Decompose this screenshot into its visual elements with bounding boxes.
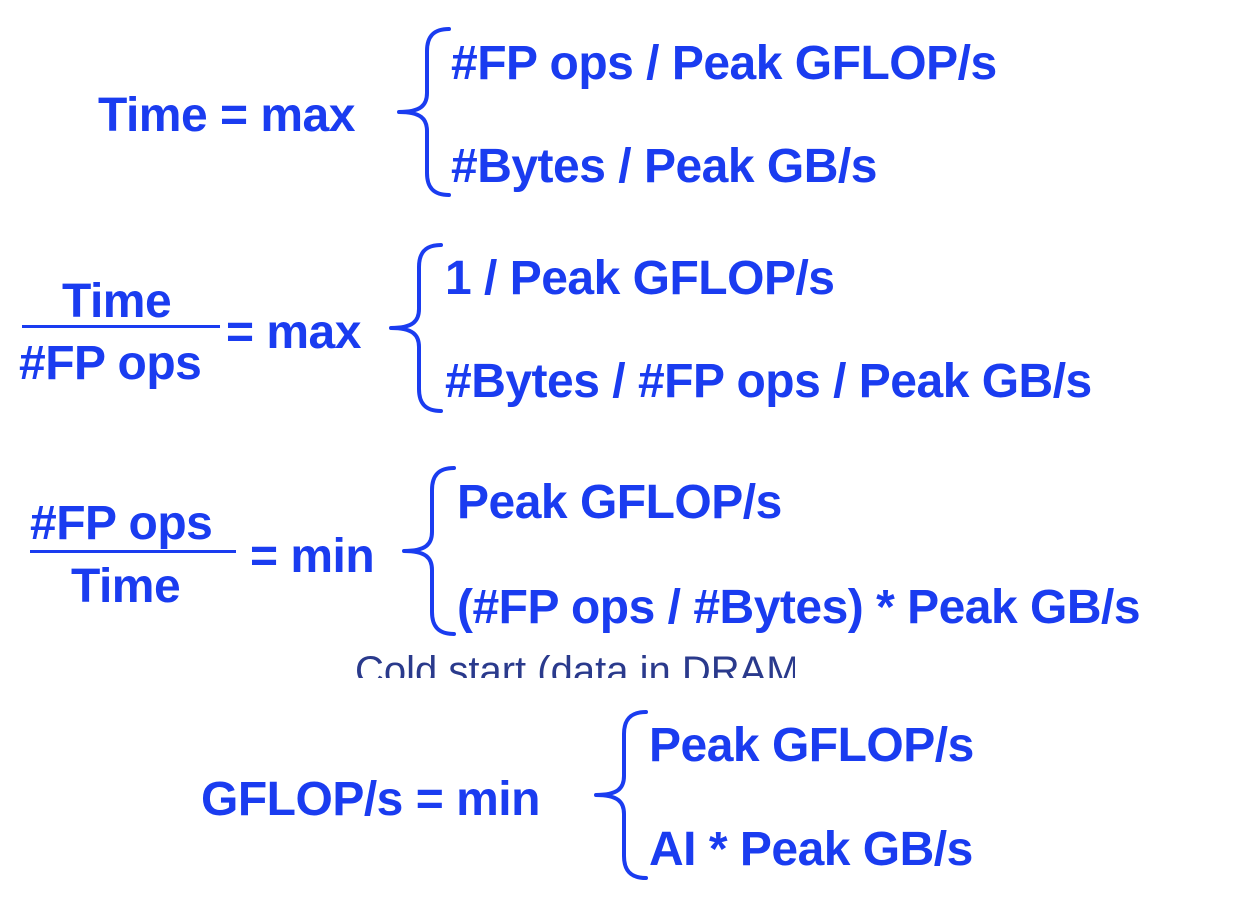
eq2-case-top: 1 / Peak GFLOP/s bbox=[445, 252, 835, 305]
eq3-case-bottom: (#FP ops / #Bytes) * Peak GB/s bbox=[457, 581, 1141, 634]
eq3-fraction-numerator: #FP ops bbox=[30, 497, 213, 550]
partial-caption: Cold start (data in DRAM) bbox=[355, 644, 795, 678]
eq3-fraction-bar bbox=[30, 550, 236, 553]
eq4-case-bottom: AI * Peak GB/s bbox=[649, 823, 973, 876]
eq2-operator: = max bbox=[226, 306, 361, 359]
eq2-fraction-numerator: Time bbox=[62, 275, 172, 328]
eq3-operator: = min bbox=[250, 530, 375, 583]
eq1-case-top: #FP ops / Peak GFLOP/s bbox=[451, 37, 997, 90]
eq4-lhs: GFLOP/s = min bbox=[201, 773, 540, 826]
partial-caption-text: Cold start (data in DRAM) bbox=[355, 649, 795, 678]
eq1-left-brace-icon bbox=[397, 27, 451, 197]
eq2-left-brace-icon bbox=[389, 243, 443, 413]
eq3-fraction-denominator: Time bbox=[71, 560, 181, 613]
eq2-fraction-bar bbox=[22, 325, 220, 328]
eq1-case-bottom: #Bytes / Peak GB/s bbox=[451, 140, 877, 193]
eq2-fraction-denominator: #FP ops bbox=[19, 337, 202, 390]
eq3-left-brace-icon bbox=[402, 466, 456, 636]
eq4-case-top: Peak GFLOP/s bbox=[649, 719, 974, 772]
eq2-case-bottom: #Bytes / #FP ops / Peak GB/s bbox=[445, 355, 1092, 408]
eq1-lhs: Time = max bbox=[98, 89, 355, 142]
eq4-left-brace-icon bbox=[594, 710, 648, 880]
eq3-case-top: Peak GFLOP/s bbox=[457, 476, 782, 529]
